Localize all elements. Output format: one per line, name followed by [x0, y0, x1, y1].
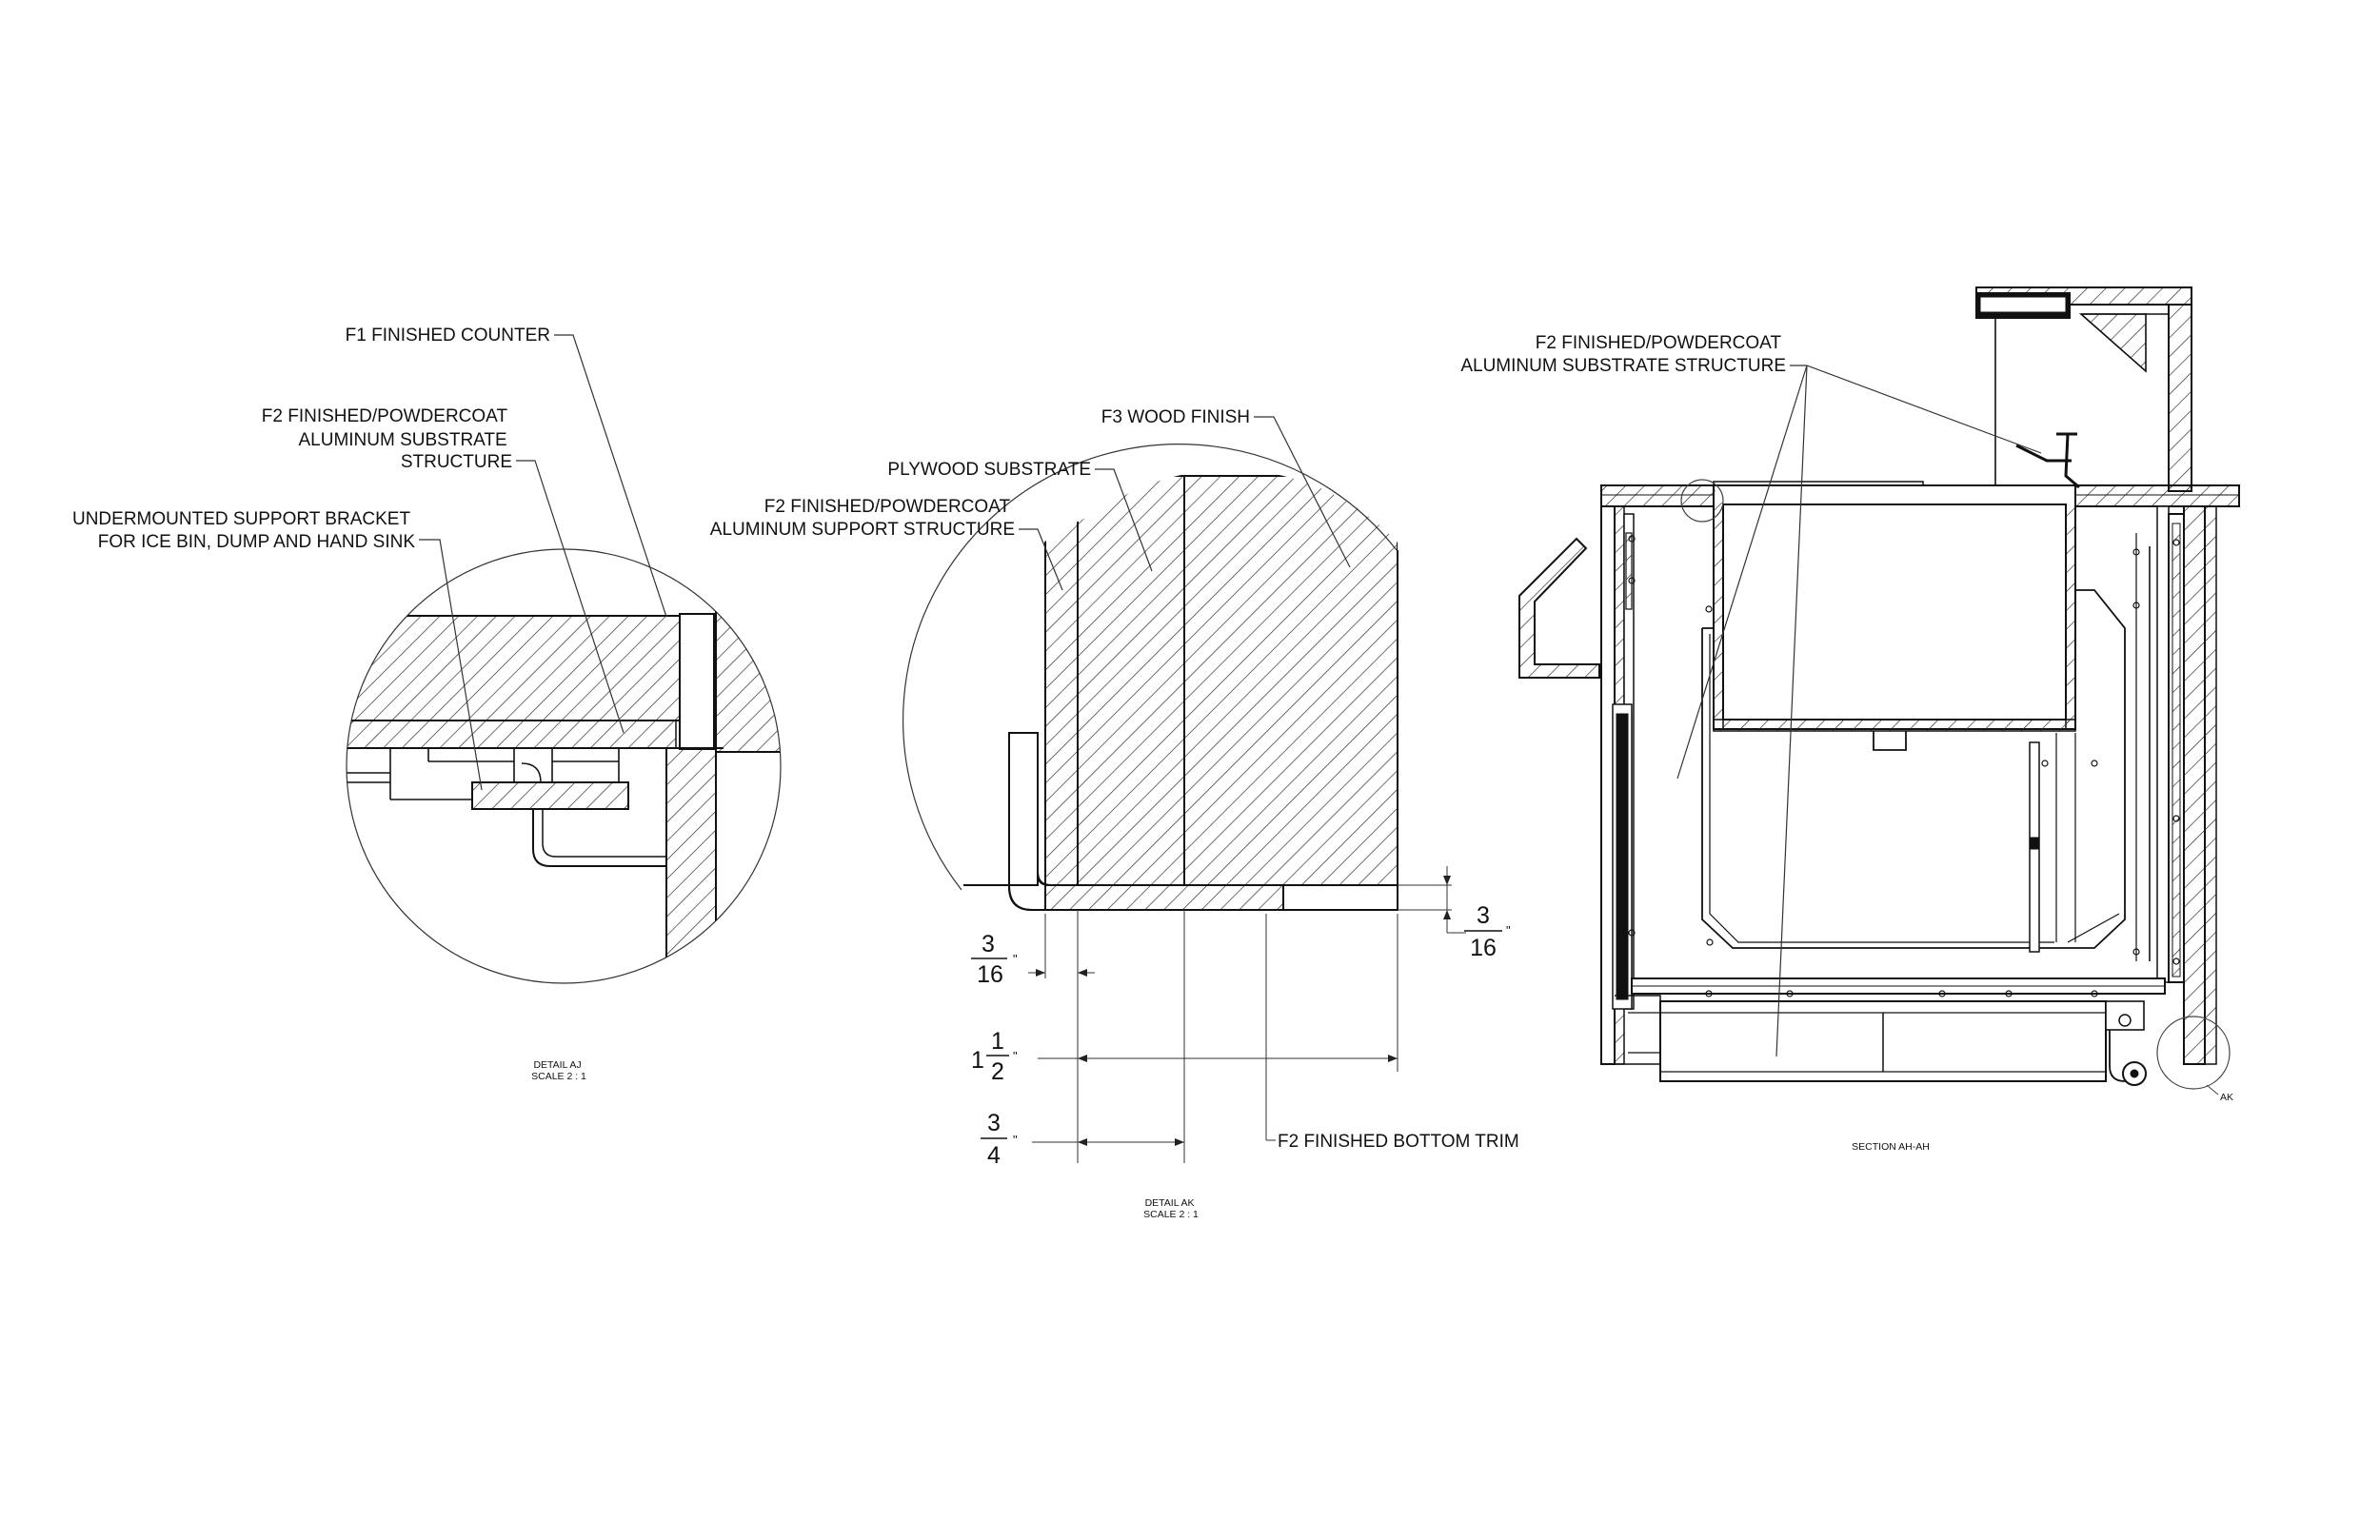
dimension-3-16-right: 3 16 ": [1464, 902, 1511, 961]
aj-bracket: [471, 781, 629, 810]
dimension-1-1-2: 1 1 2 ": [971, 1028, 1018, 1085]
aj-counter-layer: [347, 720, 677, 749]
callout-f2-aluminum-substrate: F2 FINISHED/POWDERCOAT ALUMINUM SUBSTRAT…: [262, 406, 512, 472]
aj-pipe: [532, 809, 666, 867]
callout-f1-finished-counter: F1 FINISHED COUNTER: [346, 326, 550, 346]
svg-text:16: 16: [1470, 935, 1497, 961]
callout-plywood-substrate: PLYWOOD SUBSTRATE: [887, 460, 1091, 480]
callout-f3-wood-finish: F3 WOOD FINISH: [1101, 407, 1250, 427]
svg-text:": ": [1013, 1133, 1018, 1147]
svg-text:": ": [1013, 1049, 1018, 1063]
ak-wood-finish: [1183, 475, 1398, 886]
svg-text:": ": [1013, 952, 1018, 966]
detail-ak-callouts: [1019, 416, 1351, 591]
ak-aluminum-structure: [1044, 475, 1079, 886]
svg-text:1: 1: [971, 1047, 984, 1074]
aj-counter-slab: [347, 615, 686, 721]
callout-f2-aluminum-support: F2 FINISHED/POWDERCOAT ALUMINUM SUPPORT …: [710, 497, 1015, 540]
ak-bottom-trim: [1044, 884, 1284, 911]
section-ah-caption: SECTION AH-AH: [1852, 1141, 1930, 1153]
detail-ak: [902, 443, 1466, 1163]
svg-text:3: 3: [987, 1110, 1001, 1136]
section-ah-labels: F2 FINISHED/POWDERCOAT ALUMINUM SUBSTRAT…: [1460, 333, 2233, 1153]
ak-plywood-substrate: [1077, 475, 1185, 886]
detail-aj-callouts: [419, 334, 667, 791]
dimension-3-16-left: 3 16 ": [971, 931, 1018, 988]
ah-fasteners: [1628, 535, 2180, 997]
detail-ak-boundary: [902, 443, 1398, 891]
svg-text:1: 1: [991, 1028, 1004, 1055]
svg-text:4: 4: [987, 1142, 1001, 1169]
detail-aj-marker: [1680, 479, 1724, 523]
callout-f2-aluminum-substrate-structure: F2 FINISHED/POWDERCOAT ALUMINUM SUBSTRAT…: [1460, 333, 1786, 376]
dimension-3-4: 3 4 ": [981, 1110, 1018, 1169]
svg-text:2: 2: [991, 1058, 1004, 1085]
ah-dump-chute: [1518, 537, 1600, 679]
detail-ak-marker-label: AK: [2220, 1092, 2233, 1103]
section-ah-callouts: [1676, 365, 2042, 1057]
svg-text:3: 3: [982, 931, 995, 958]
svg-text:16: 16: [977, 961, 1003, 988]
ah-inner-cabinet: [1701, 589, 2126, 949]
detail-ak-labels: F3 WOOD FINISH PLYWOOD SUBSTRATE F2 FINI…: [710, 407, 1519, 1220]
callout-support-bracket: UNDERMOUNTED SUPPORT BRACKET FOR ICE BIN…: [72, 509, 415, 552]
detail-ak-marker: [2156, 1016, 2231, 1090]
detail-aj: [346, 548, 782, 984]
aj-vertical-leg: [665, 747, 717, 983]
ah-caster: [2105, 1000, 2147, 1086]
detail-aj-labels: F1 FINISHED COUNTER F2 FINISHED/POWDERCO…: [72, 326, 586, 1082]
section-ah: [1518, 286, 2240, 1096]
ah-faucet-icon: [2015, 432, 2080, 489]
aj-edge-panel: [679, 613, 715, 750]
detail-ak-caption: DETAIL AK SCALE 2 : 1: [1143, 1197, 1199, 1220]
callout-f2-bottom-trim: F2 FINISHED BOTTOM TRIM: [1278, 1132, 1519, 1152]
svg-text:3: 3: [1477, 902, 1490, 929]
detail-aj-caption: DETAIL AJ SCALE 2 : 1: [531, 1059, 586, 1082]
svg-text:": ": [1506, 923, 1511, 938]
